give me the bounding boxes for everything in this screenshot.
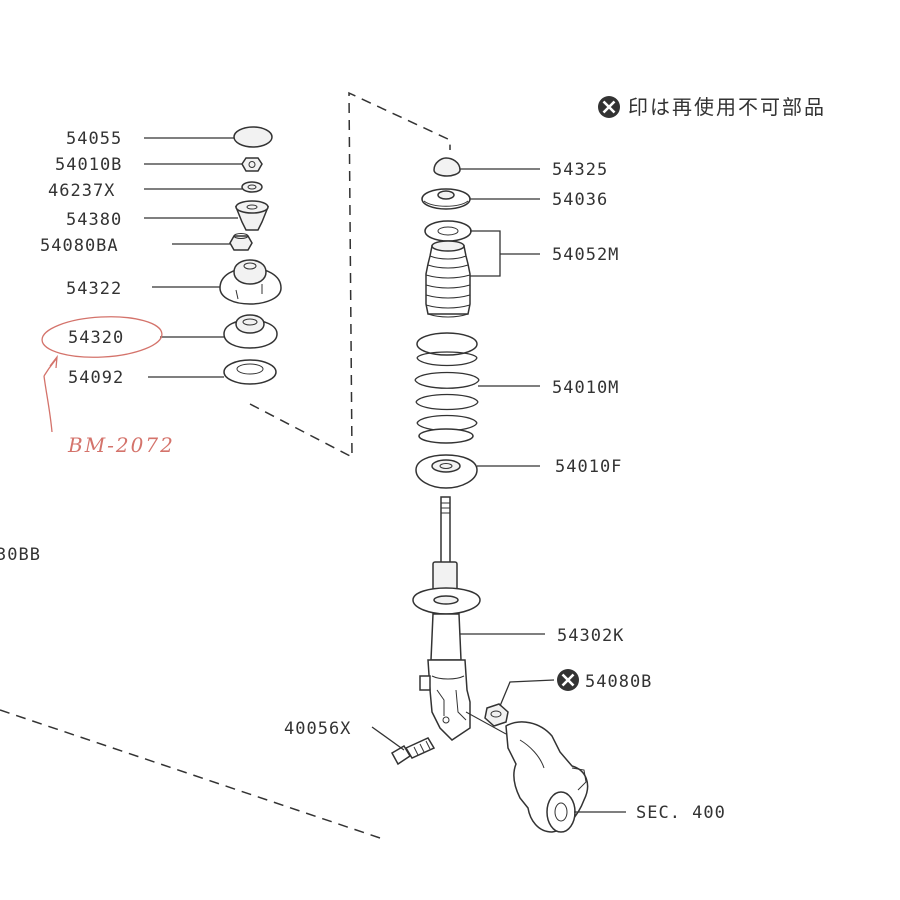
x-circle-icon	[557, 669, 579, 691]
x-circle-icon	[598, 96, 620, 118]
right-leaders	[371, 168, 626, 813]
part-label: 54080B	[585, 672, 652, 692]
part-54080BA-nut	[229, 233, 253, 251]
part-40056X-bolt	[390, 737, 436, 766]
part-label: 54010M	[552, 378, 619, 398]
part-46237X-washer	[241, 181, 263, 193]
part-54320-insulator	[223, 314, 278, 349]
part-knuckle	[465, 711, 589, 833]
part-54052M-bumper-boot	[424, 220, 472, 318]
part-54302K-strut	[412, 496, 481, 741]
part-label: 54055	[66, 129, 122, 149]
part-label: 54010B	[55, 155, 122, 175]
part-54325-cap	[433, 157, 461, 177]
part-label: 54302K	[557, 626, 624, 646]
bottom-labels: 40056X SEC. 400	[284, 719, 726, 823]
legend: 印は再使用不可部品	[598, 95, 826, 119]
part-label: 54322	[66, 279, 122, 299]
part-label: 54036	[552, 190, 608, 210]
part-54010M-coil-spring	[414, 332, 480, 444]
part-label: 54010F	[555, 457, 622, 477]
part-label: 54320	[68, 328, 124, 348]
part-label: 54380	[66, 210, 122, 230]
part-label: 46237X	[48, 181, 115, 201]
section-reference: SEC. 400	[636, 803, 726, 823]
explode-frame	[0, 91, 451, 839]
part-label: 54052M	[552, 245, 619, 265]
right-labels: 54325 54036 54052M 54010M 54010F 54302K …	[552, 160, 652, 692]
partial-label: 30BB	[0, 545, 41, 565]
part-54055-cap	[233, 126, 273, 148]
left-labels: 54055 54010B 46237X 54380 54080BA 54322 …	[40, 129, 124, 388]
part-label: 40056X	[284, 719, 351, 739]
part-54322-mount	[219, 259, 282, 305]
part-54380-bushing	[234, 200, 270, 231]
part-label: 54325	[552, 160, 608, 180]
legend-text: 印は再使用不可部品	[628, 95, 826, 119]
part-54036-plate	[421, 188, 471, 210]
part-54010F-spring-seat	[415, 454, 478, 489]
handwritten-note: BM-2072	[67, 433, 175, 457]
part-54010B-nut	[241, 157, 263, 172]
part-54080B-nut	[484, 703, 509, 727]
part-label: 54092	[68, 368, 124, 388]
handwritten-annotation: BM-2072	[41, 316, 175, 457]
part-label: 54080BA	[40, 236, 119, 256]
part-54092-seat	[223, 359, 277, 385]
left-leaders	[144, 137, 242, 378]
